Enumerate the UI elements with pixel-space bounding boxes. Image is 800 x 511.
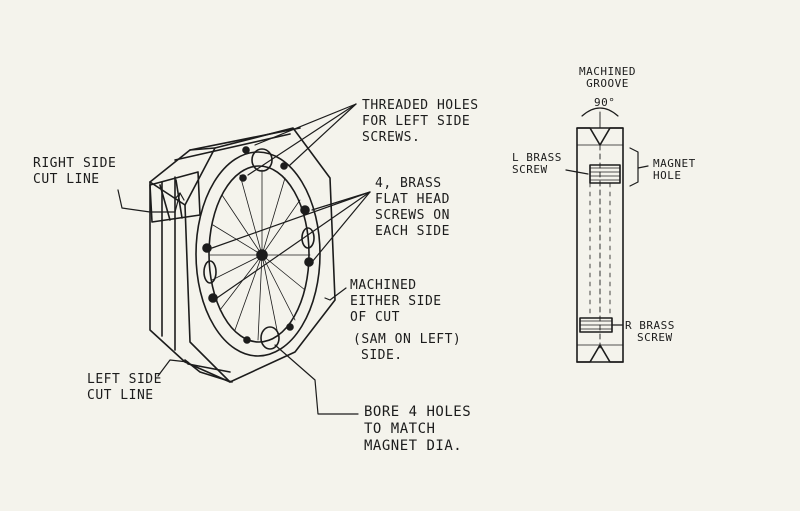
label-line: CUT LINE xyxy=(87,388,154,403)
label-line: FLAT HEAD xyxy=(375,192,450,207)
label-line: (SAM ON LEFT) xyxy=(353,332,462,347)
label-line: EACH SIDE xyxy=(375,224,450,239)
label-line: MACHINED xyxy=(350,278,417,293)
sam-on-left-label: (SAM ON LEFT) SIDE. xyxy=(353,332,461,364)
label-line: GROOVE xyxy=(586,77,629,90)
magnet-hole-label: MAGNET HOLE xyxy=(653,158,696,182)
octagon-block xyxy=(149,127,336,383)
label-line: MACHINED xyxy=(579,65,636,78)
left-side-cut-line-label: LEFT SIDE CUT LINE xyxy=(87,372,162,404)
brass-screws-label: 4, BRASS FLAT HEAD SCREWS ON EACH SIDE xyxy=(375,176,450,240)
label-line: LEFT SIDE xyxy=(87,372,162,387)
leader-lines xyxy=(117,103,371,415)
label-line: SCREW xyxy=(637,331,673,344)
l-brass-screw-label: L BRASS SCREW xyxy=(512,152,562,176)
bore-holes-label: BORE 4 HOLES TO MATCH MAGNET DIA. xyxy=(364,404,471,455)
label-line: FOR LEFT SIDE xyxy=(362,114,471,129)
label-line: SIDE. xyxy=(361,348,403,363)
angle-label: 90° xyxy=(594,96,616,109)
label-line: CUT LINE xyxy=(33,172,100,187)
label-line: THREADED HOLES xyxy=(362,98,479,113)
label-line: OF CUT xyxy=(350,310,400,325)
label-line: HOLE xyxy=(653,169,682,182)
label-line: 4, BRASS xyxy=(375,176,442,191)
magnet-holes xyxy=(203,148,315,350)
threaded-holes-label: THREADED HOLES FOR LEFT SIDE SCREWS. xyxy=(362,98,479,146)
label-line: SCREWS ON xyxy=(375,208,450,223)
side-leaders xyxy=(565,107,649,326)
circular-face xyxy=(195,151,321,357)
label-line: BORE 4 HOLES xyxy=(364,404,472,420)
machined-cut-label: MACHINED EITHER SIDE OF CUT xyxy=(350,278,442,326)
r-brass-screw-label: R BRASS SCREW xyxy=(625,320,675,344)
label-line: SCREW xyxy=(512,163,548,176)
label-line: TO MATCH xyxy=(364,421,436,437)
brass-screws xyxy=(202,146,314,344)
label-line: MAGNET xyxy=(653,157,696,170)
right-side-cut-line-label: RIGHT SIDE CUT LINE xyxy=(33,156,116,188)
label-line: L BRASS xyxy=(512,151,562,164)
label-line: SCREWS. xyxy=(362,130,421,145)
label-line: RIGHT SIDE xyxy=(33,156,117,171)
label-line: EITHER SIDE xyxy=(350,294,442,309)
side-view xyxy=(576,127,624,363)
label-line: MAGNET DIA. xyxy=(364,438,463,454)
machined-groove-label: MACHINED GROOVE xyxy=(579,66,636,90)
label-line: R BRASS xyxy=(625,319,675,332)
